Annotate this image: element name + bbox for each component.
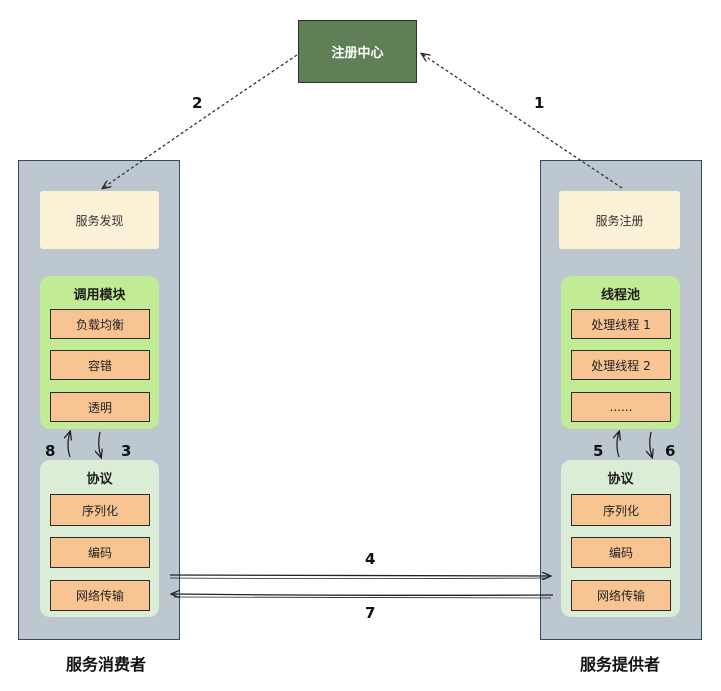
- arrow-step-6: [650, 431, 652, 457]
- step-5-label: 5: [593, 442, 604, 460]
- provider-network-transport-item: 网络传输: [571, 580, 671, 611]
- consumer-protocol-title: 协议: [86, 472, 113, 487]
- service-discovery-label: 服务发现: [75, 213, 124, 228]
- call-module-title: 调用模块: [73, 288, 126, 303]
- thread-pool-title: 线程池: [600, 288, 640, 303]
- provider-protocol-box: 协议 序列化 编码 网络传输: [561, 460, 680, 617]
- transparency-item: 透明: [50, 392, 150, 422]
- registry-center-label: 注册中心: [331, 46, 384, 61]
- arrow-register: [422, 54, 623, 189]
- arrow-response: [172, 594, 554, 595]
- provider-encoding-item: 编码: [571, 537, 671, 568]
- service-registration-label: 服务注册: [595, 213, 644, 228]
- provider-serialization-item: 序列化: [571, 494, 671, 526]
- load-balancing-item: 负载均衡: [50, 309, 150, 339]
- service-registration-box: 服务注册: [559, 191, 680, 249]
- step-4-label: 4: [365, 550, 376, 568]
- worker-thread-ellipsis-item: ......: [571, 392, 671, 422]
- registry-center: 注册中心: [298, 20, 417, 83]
- service-discovery-box: 服务发现: [40, 191, 159, 249]
- worker-thread-1-item: 处理线程 1: [571, 309, 671, 339]
- provider-label: 服务提供者: [579, 655, 660, 674]
- call-module-box: 调用模块 负载均衡 容错 透明: [40, 276, 159, 429]
- consumer-serialization-item: 序列化: [50, 494, 150, 526]
- arrow-step-3: [99, 431, 101, 457]
- step-8-label: 8: [45, 442, 56, 460]
- arrow-request: [169, 575, 550, 576]
- consumer-network-transport-item: 网络传输: [50, 580, 150, 611]
- consumer-label: 服务消费者: [65, 655, 146, 674]
- consumer-protocol-box: 协议 序列化 编码 网络传输: [40, 460, 159, 617]
- arrow-step-5: [617, 432, 619, 458]
- step-6-label: 6: [665, 442, 676, 460]
- step-3-label: 3: [121, 442, 132, 460]
- fault-tolerance-item: 容错: [50, 350, 150, 380]
- consumer-encoding-item: 编码: [50, 537, 150, 568]
- step-1-label: 1: [534, 94, 545, 112]
- step-7-label: 7: [365, 604, 376, 622]
- arrow-discover: [103, 54, 298, 188]
- arrow-step-8: [68, 432, 70, 458]
- worker-thread-2-item: 处理线程 2: [571, 350, 671, 380]
- thread-pool-box: 线程池 处理线程 1 处理线程 2 ......: [561, 276, 680, 429]
- provider-protocol-title: 协议: [607, 472, 634, 487]
- step-2-label: 2: [192, 94, 203, 112]
